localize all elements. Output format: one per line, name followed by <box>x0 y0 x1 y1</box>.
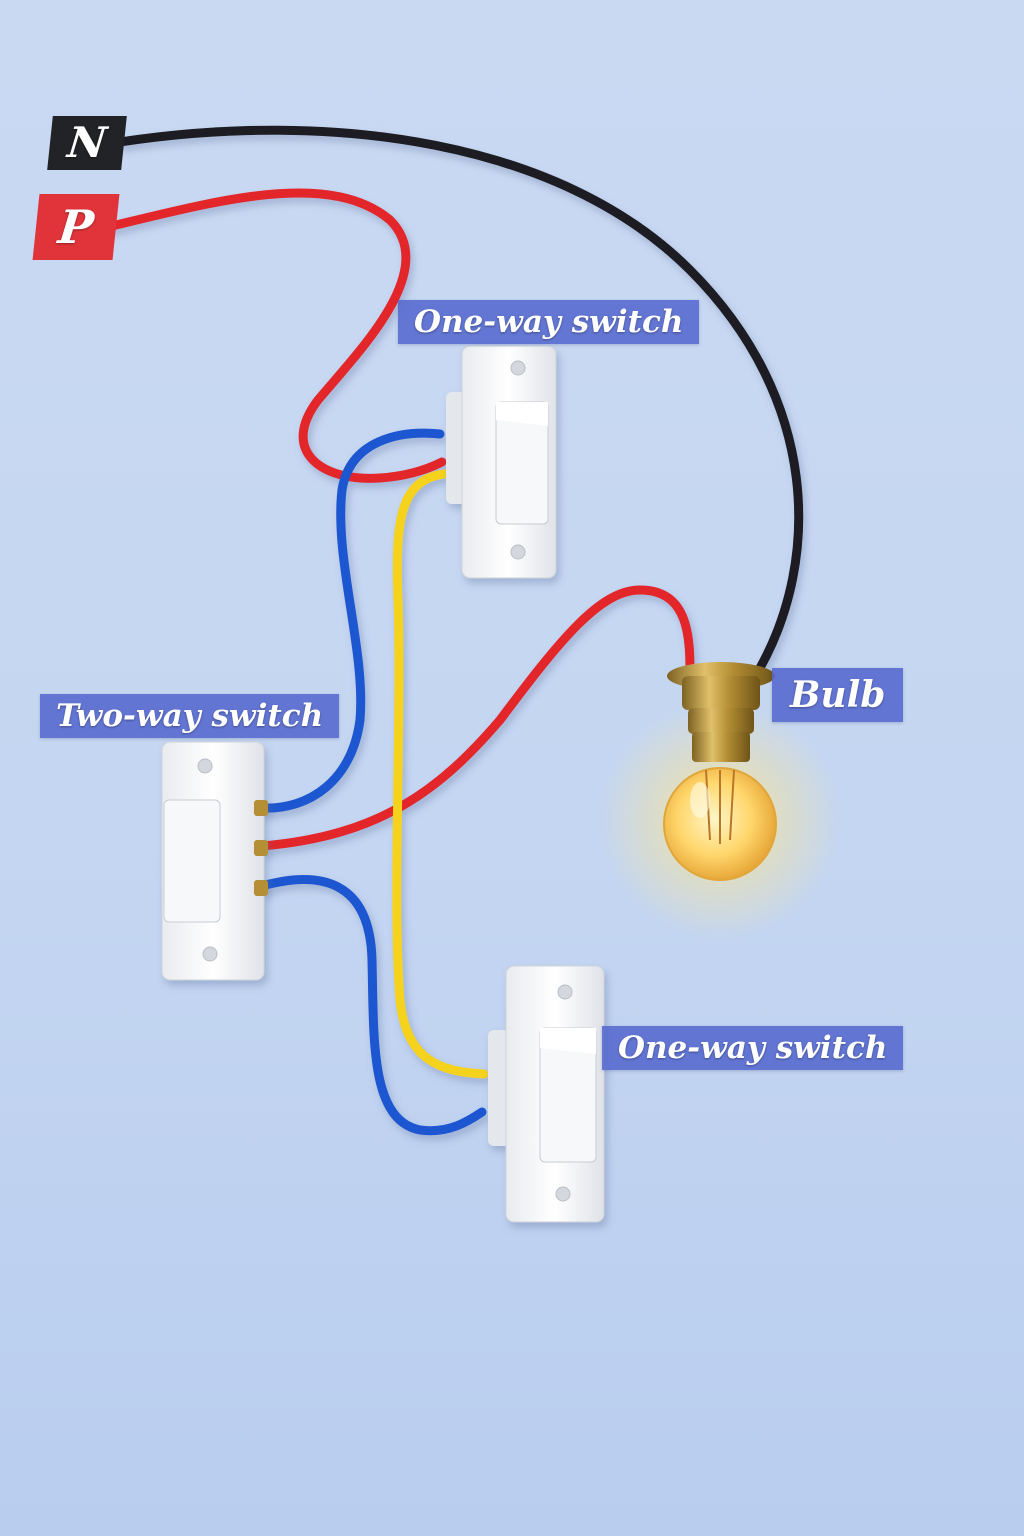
neutral-wire <box>115 125 804 673</box>
yellow-wire <box>392 469 489 1079</box>
top-one-way-switch[interactable] <box>446 345 557 579</box>
top-switch-label: One-way switch <box>398 300 700 344</box>
bottom-one-way-switch[interactable] <box>488 965 605 1223</box>
light-bulb-icon[interactable] <box>600 662 840 940</box>
terminal-screw <box>254 840 268 856</box>
phase-terminal-label: P <box>32 194 120 260</box>
bulb-holder-mid <box>688 708 754 734</box>
two-way-switch-rocker[interactable] <box>163 799 221 923</box>
top-switch-screw-hole <box>510 544 526 560</box>
two-way-switch-screw-hole <box>197 758 213 774</box>
bottom-switch-body-side <box>488 1030 510 1146</box>
bulb-holder-base <box>692 732 750 762</box>
bottom-switch-rocker-highlight <box>540 1028 596 1054</box>
top-switch-rocker-highlight <box>496 402 548 426</box>
bulb-holder-top <box>682 676 760 710</box>
neutral-terminal-label: N <box>47 116 127 170</box>
blue-wire-upper <box>257 428 445 813</box>
phase-wire-supply <box>107 188 447 483</box>
bulb-reflection <box>690 782 710 818</box>
top-switch-screw-hole <box>510 360 526 376</box>
bottom-switch-screw-hole <box>557 984 573 1000</box>
bottom-switch-screw-hole <box>555 1186 571 1202</box>
blue-wire-lower <box>257 875 487 1136</box>
bulb-label: Bulb <box>772 668 904 722</box>
terminal-screw <box>254 880 268 896</box>
two-way-switch-label: Two-way switch <box>40 694 340 738</box>
two-way-switch[interactable] <box>161 741 268 981</box>
two-way-switch-screw-hole <box>202 946 218 962</box>
bottom-switch-label: One-way switch <box>602 1026 904 1070</box>
terminal-screw <box>254 800 268 816</box>
phase-wire-bulb <box>257 585 695 851</box>
